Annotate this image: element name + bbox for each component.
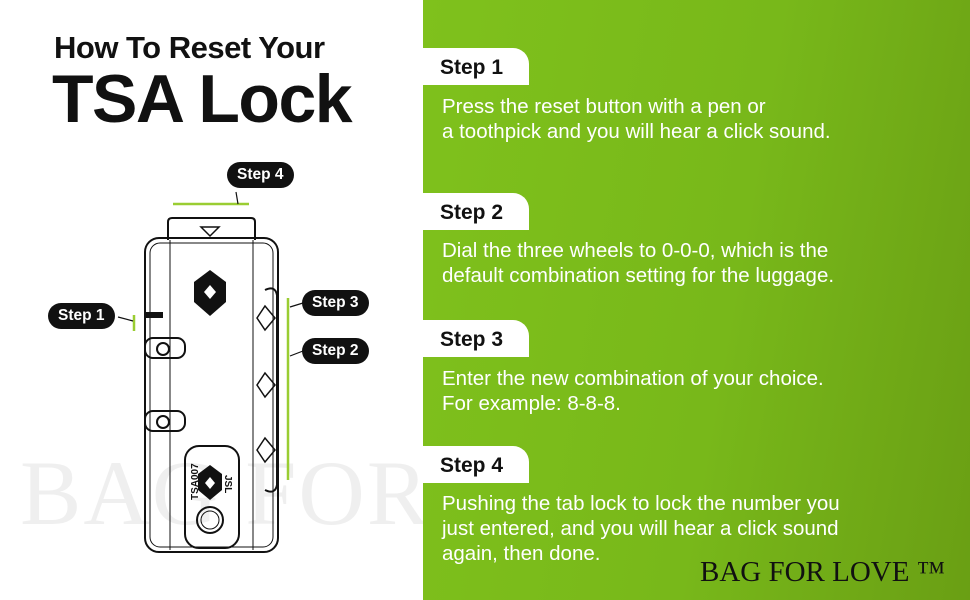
step-3-text: Enter the new combination of your choice… xyxy=(442,366,824,416)
brand-logo: BAG FOR LOVE ™ xyxy=(700,556,946,588)
diagram-label-step-2: Step 2 xyxy=(302,338,369,364)
text-line: Dial the three wheels to 0-0-0, which is… xyxy=(442,239,829,262)
text-line: For example: 8-8-8. xyxy=(442,392,621,415)
step-4-text: Pushing the tab lock to lock the number … xyxy=(442,491,840,566)
text-line: just entered, and you will hear a click … xyxy=(442,517,839,540)
diagram-label-step-3: Step 3 xyxy=(302,290,369,316)
title-line-2: TSA Lock xyxy=(52,61,353,137)
text-line: Pushing the tab lock to lock the number … xyxy=(442,492,840,515)
text-line: a toothpick and you will hear a click so… xyxy=(442,120,831,143)
title-line-1: How To Reset Your xyxy=(54,30,325,65)
diagram-label-step-4: Step 4 xyxy=(227,162,294,188)
text-line: Press the reset button with a pen or xyxy=(442,95,766,118)
diagram-label-step-1: Step 1 xyxy=(48,303,115,329)
lock-model-text: TSA007 xyxy=(190,463,201,500)
lock-brand-text: JSL xyxy=(222,475,233,493)
step-1-text: Press the reset button with a pen or a t… xyxy=(442,94,831,144)
steps-panel: Step 1 Press the reset button with a pen… xyxy=(423,0,970,600)
step-2-text: Dial the three wheels to 0-0-0, which is… xyxy=(442,238,834,288)
step-3-tab: Step 3 xyxy=(423,320,529,357)
text-line: default combination setting for the lugg… xyxy=(442,264,835,287)
step-2-tab: Step 2 xyxy=(423,193,529,230)
tsa-lock-illustration: TSA007 JSL xyxy=(117,191,304,553)
text-line: again, then done. xyxy=(442,542,601,565)
step-1-tab: Step 1 xyxy=(423,48,529,85)
text-line: Enter the new combination of your choice… xyxy=(442,367,824,390)
step-4-tab: Step 4 xyxy=(423,446,529,483)
